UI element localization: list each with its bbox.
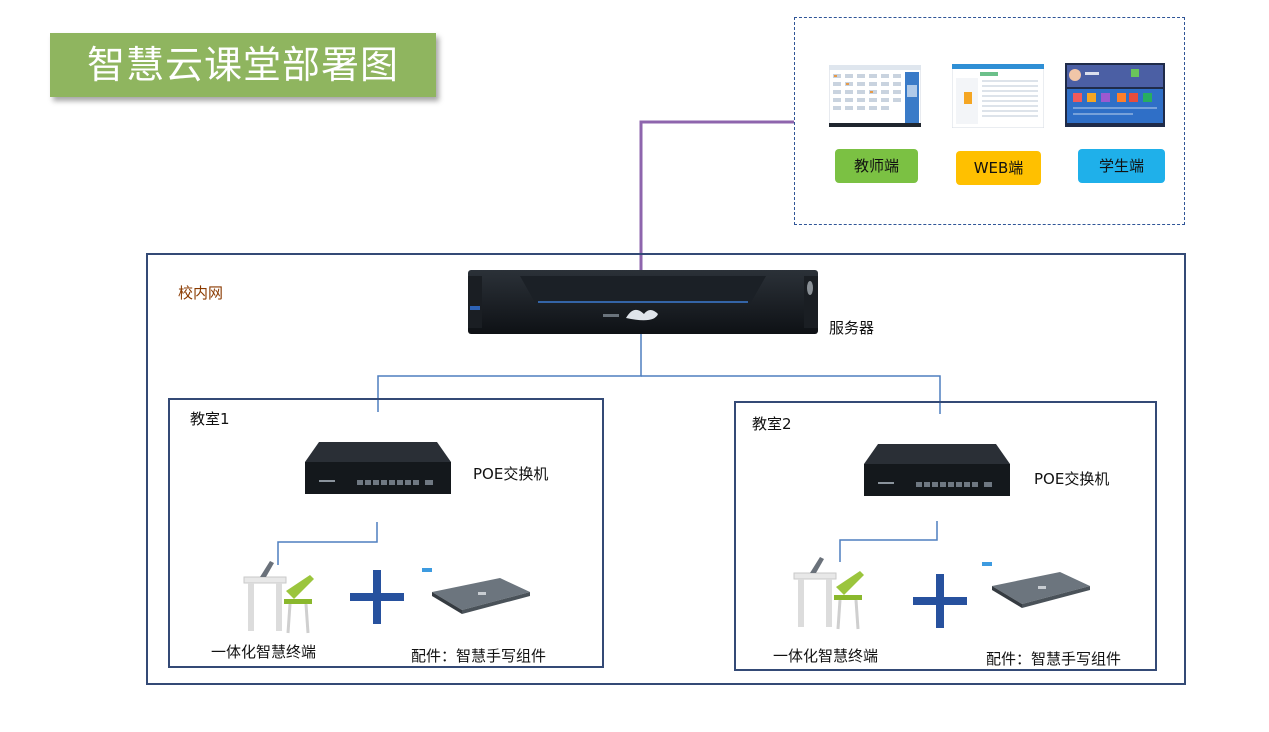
web-pill-bg: WEB端 — [956, 151, 1041, 185]
web-app-thumbnail — [952, 64, 1044, 128]
terminal-label-1: 一体化智慧终端 — [211, 643, 317, 661]
title-banner: 智慧云课堂部署图 — [50, 33, 436, 97]
student-client-label: 学生端 — [1078, 149, 1165, 183]
web-label-text: WEB端 — [973, 159, 1024, 177]
poe-switch-label-1: POE交换机 — [473, 465, 549, 483]
classroom-2-label: 教室2 — [752, 415, 792, 433]
student-label-text: 学生端 — [1098, 157, 1144, 175]
poe-switch-icon-1 — [305, 442, 451, 494]
teacher-label-text: 教师端 — [853, 157, 899, 175]
student-app-thumbnail — [1065, 63, 1165, 127]
classroom-2-frame — [734, 401, 1157, 671]
terminal-label-2: 一体化智慧终端 — [773, 647, 879, 665]
accessory-label-1: 配件：智慧手写组件 — [411, 647, 547, 665]
plus-icon-1 — [350, 570, 404, 624]
network-label: 校内网 — [178, 284, 224, 302]
web-client-label: WEB端 — [956, 151, 1041, 185]
server-client-link — [639, 120, 794, 278]
plus-icon-2 — [913, 574, 967, 628]
student-pill-bg: 学生端 — [1078, 149, 1165, 183]
server-icon — [468, 270, 818, 334]
smart-desk-terminal-icon-1 — [243, 561, 314, 634]
handwriting-kit-icon-1 — [422, 568, 530, 614]
teacher-pill-bg: 教师端 — [835, 149, 918, 183]
campus-network-frame — [146, 253, 1186, 685]
handwriting-kit-icon-2 — [982, 562, 1090, 608]
poe-switch-label-2: POE交换机 — [1034, 470, 1110, 488]
server-label: 服务器 — [829, 319, 875, 337]
classroom-1-label: 教室1 — [190, 410, 230, 428]
accessory-label-2: 配件：智慧手写组件 — [986, 650, 1122, 668]
teacher-client-label: 教师端 — [835, 149, 918, 183]
clients-panel: 教师端 WEB端 学生端 — [794, 17, 1185, 225]
switch-terminal-link-2 — [839, 521, 938, 562]
classroom-1-frame — [168, 398, 604, 668]
switch-terminal-link-1 — [277, 522, 378, 565]
page-title: 智慧云课堂部署图 — [86, 43, 399, 87]
server-room-link — [377, 334, 642, 412]
poe-switch-icon-2 — [864, 444, 1010, 496]
smart-desk-terminal-icon-2 — [793, 557, 864, 630]
teacher-app-thumbnail — [829, 65, 921, 127]
